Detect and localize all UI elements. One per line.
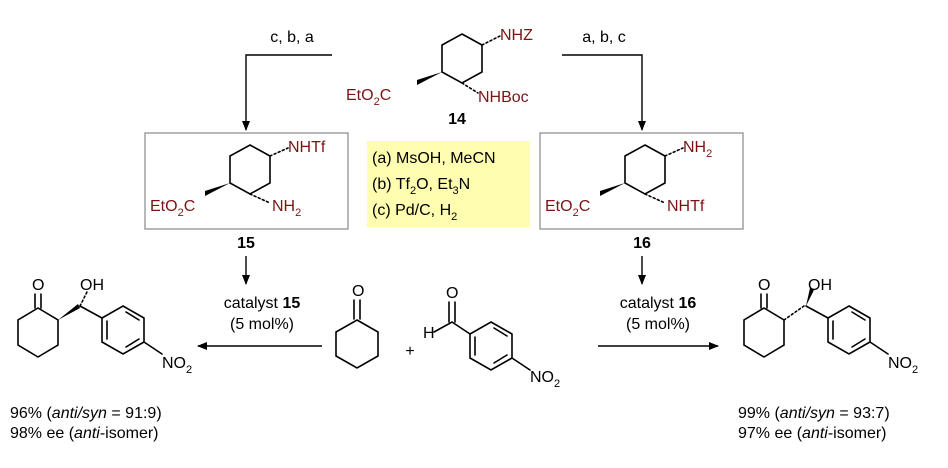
left-conditions: catalyst 15 — [224, 295, 301, 312]
aldehyde-h: H — [423, 325, 435, 342]
compound-16: NH2 NHTf EtO2C — [545, 139, 712, 219]
left-ee: 98% ee (anti-isomer) — [10, 425, 159, 442]
reagent-b: (b) Tf2O, Et3N — [372, 176, 470, 197]
aldehyde-o: O — [446, 285, 458, 302]
route-left-label: c, b, a — [270, 29, 314, 46]
reagents-box — [367, 141, 530, 227]
pl-oh: OH — [80, 277, 104, 294]
plus-sign: + — [405, 343, 414, 360]
right-conditions: catalyst 16 — [620, 295, 697, 312]
right-loading: (5 mol%) — [626, 316, 690, 333]
c15-nh2: NH2 — [272, 198, 301, 219]
pr-nitro: NO2 — [888, 355, 918, 376]
reagent-a: (a) MsOH, MeCN — [372, 150, 496, 167]
pl-o: O — [32, 277, 44, 294]
c15-nhtf: NHTf — [288, 139, 326, 156]
c16-nhtf: NHTf — [667, 198, 705, 215]
right-yield: 99% (anti/syn = 93:7) — [738, 405, 890, 422]
compound-14: NHZ NHBoc EtO2C 14 — [346, 27, 533, 128]
nitrobenzaldehyde: O H NO2 — [423, 285, 560, 390]
c15-ester: EtO2C — [150, 198, 195, 219]
reagent-c: (c) Pd/C, H2 — [372, 202, 457, 223]
left-yield: 96% (anti/syn = 91:9) — [10, 405, 162, 422]
product-right: O OH NO2 — [743, 277, 918, 376]
right-ee: 97% ee (anti-isomer) — [738, 425, 887, 442]
c16-nh2: NH2 — [683, 139, 712, 160]
aldehyde-nitro: NO2 — [530, 369, 560, 390]
compound-16-label: 16 — [633, 235, 651, 252]
ketone-o: O — [352, 283, 364, 300]
pr-oh: OH — [808, 277, 832, 294]
cyclohexanone: O — [335, 283, 379, 369]
c16-ester: EtO2C — [545, 198, 590, 219]
product-left: O OH NO2 — [17, 277, 192, 376]
compound-15-label: 15 — [237, 235, 255, 252]
compound-14-label: 14 — [448, 111, 466, 128]
pr-o: O — [758, 277, 770, 294]
sm-ester: EtO2C — [346, 87, 391, 108]
compound-15-box — [144, 132, 349, 230]
compound-15: NHTf NH2 EtO2C — [150, 139, 326, 219]
sm-nhz: NHZ — [500, 27, 533, 44]
left-loading: (5 mol%) — [230, 316, 294, 333]
route-left-arrow — [242, 54, 332, 131]
route-right-arrow — [562, 54, 646, 131]
compound-16-box — [539, 132, 744, 230]
sm-nhboc: NHBoc — [478, 89, 529, 106]
route-right-label: a, b, c — [582, 29, 626, 46]
pl-nitro: NO2 — [162, 355, 192, 376]
